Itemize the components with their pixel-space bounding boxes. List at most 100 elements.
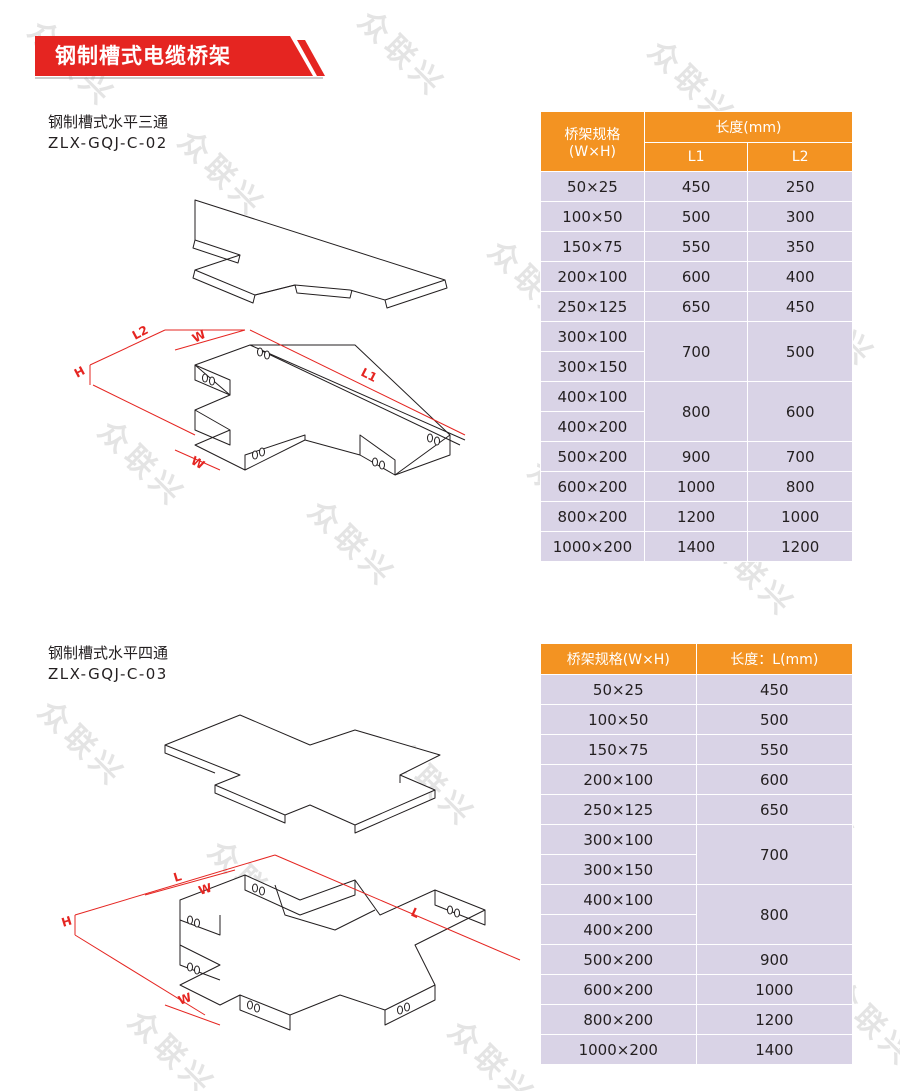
tee-label-w-bottom: W: [189, 453, 207, 472]
cross-label-w-top: W: [197, 881, 214, 898]
spec-cell: 50×25: [540, 674, 697, 705]
spec-cell: 600×200: [540, 471, 645, 502]
length-cell: 900: [695, 944, 854, 975]
length-cell: 650: [695, 794, 854, 825]
section2-title: 钢制槽式水平四通: [48, 644, 169, 662]
length-cell: 600: [695, 764, 854, 795]
tee-base: [194, 344, 451, 476]
cross-header-spec: 桥架规格(W×H): [540, 643, 697, 675]
spec-cell: 100×50: [540, 201, 645, 232]
spec-cell: 600×200: [540, 974, 697, 1005]
cross-dimensions: [74, 854, 521, 1026]
l2-cell: 600: [747, 381, 853, 442]
spec-cell: 800×200: [540, 1004, 697, 1035]
spec-cell: 400×100: [540, 381, 645, 412]
tee-dimensions: [89, 329, 466, 471]
spec-cell: 150×75: [540, 231, 645, 262]
l2-cell: 700: [747, 441, 853, 472]
spec-cell: 300×150: [540, 854, 697, 885]
title-banner: 钢制槽式电缆桥架: [35, 32, 325, 80]
l2-cell: 500: [747, 321, 853, 382]
tee-label-l2: L2: [130, 323, 151, 343]
tee-label-h: H: [72, 364, 87, 381]
length-cell: 1400: [695, 1034, 854, 1065]
spec-cell: 100×50: [540, 704, 697, 735]
table-row: 300×150: [540, 854, 853, 885]
l2-cell: 250: [747, 171, 853, 202]
l2-cell: 1000: [747, 501, 853, 532]
l2-cell: 1200: [747, 531, 853, 562]
spec-cell: 1000×200: [540, 1034, 697, 1065]
length-cell: 550: [695, 734, 854, 765]
spec-cell: 500×200: [540, 944, 697, 975]
length-cell: 500: [695, 704, 854, 735]
cross-header-length: 长度：L(mm): [695, 643, 854, 675]
spec-cell: 200×100: [540, 261, 645, 292]
spec-cell: 400×100: [540, 884, 697, 915]
l1-cell: 1200: [643, 501, 749, 532]
spec-cell: 300×150: [540, 351, 645, 382]
banner-shape: [35, 36, 325, 79]
section2-code: ZLX-GQJ-C-03: [48, 665, 168, 683]
l2-cell: 450: [747, 291, 853, 322]
section1-code: ZLX-GQJ-C-02: [48, 134, 168, 152]
table-row: 400×200: [540, 914, 853, 945]
l1-cell: 900: [643, 441, 749, 472]
tee-header-length: 长度(mm): [643, 111, 854, 143]
length-cell: 700: [695, 824, 854, 885]
l1-cell: 600: [643, 261, 749, 292]
watermark-text: 众联兴: [350, 3, 453, 106]
length-cell: 1200: [695, 1004, 854, 1035]
cross-base: [179, 874, 486, 1016]
l1-cell: 500: [643, 201, 749, 232]
tee-header-spec-unit: (W×H): [568, 143, 616, 160]
tee-cover: [194, 199, 446, 301]
tee-label-l1: L1: [359, 365, 380, 385]
spec-cell: 1000×200: [540, 531, 645, 562]
cross-drawing: L W L H W: [60, 714, 521, 1031]
length-cell: 1000: [695, 974, 854, 1005]
cross-label-w-bottom: W: [176, 990, 193, 1008]
spec-cell: 500×200: [540, 441, 645, 472]
spec-cell: 800×200: [540, 501, 645, 532]
spec-cell: 300×100: [540, 824, 697, 855]
spec-cell: 200×100: [540, 764, 697, 795]
l2-cell: 800: [747, 471, 853, 502]
l1-cell: 1000: [643, 471, 749, 502]
l1-cell: 650: [643, 291, 749, 322]
spec-cell: 250×125: [540, 291, 645, 322]
l1-cell: 800: [643, 381, 749, 442]
l2-cell: 400: [747, 261, 853, 292]
spec-cell: 300×100: [540, 321, 645, 352]
l1-cell: 700: [643, 321, 749, 382]
l1-cell: 1400: [643, 531, 749, 562]
spec-cell: 400×200: [540, 411, 645, 442]
tee-label-w-top: W: [190, 327, 208, 346]
length-cell: 450: [695, 674, 854, 705]
tee-header-spec: 桥架规格 (W×H): [540, 111, 645, 172]
l2-cell: 350: [747, 231, 853, 262]
spec-cell: 150×75: [540, 734, 697, 765]
cross-label-l-left: L: [172, 869, 184, 885]
cross-label-h: H: [60, 914, 74, 930]
